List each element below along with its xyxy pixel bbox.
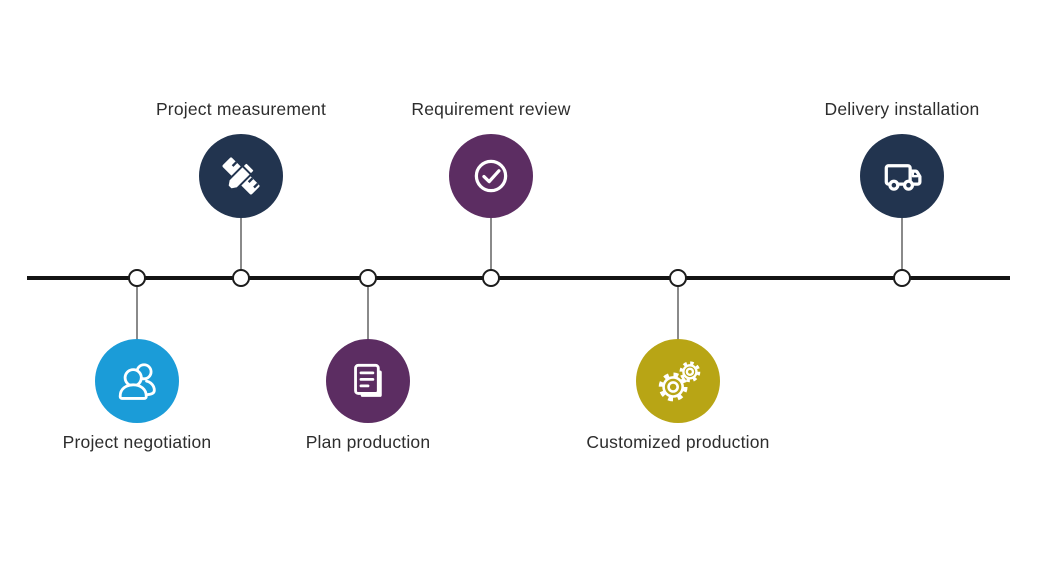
milestone-label: Plan production [305, 432, 431, 452]
milestone-label: Customized production [586, 432, 770, 452]
timeline-node [481, 268, 500, 287]
milestone-label: Project negotiation [62, 432, 212, 452]
connector-line [240, 218, 242, 277]
timeline-node [358, 268, 377, 287]
timeline-node [231, 268, 250, 287]
milestone-bubble-project-measurement [199, 134, 283, 218]
connector-line [490, 218, 492, 277]
connector-line [901, 218, 903, 277]
milestone-bubble-customized-production [636, 339, 720, 423]
milestone-bubble-delivery-installation [860, 134, 944, 218]
milestone-label: Requirement review [411, 99, 571, 119]
milestone-bubble-plan-production [326, 339, 410, 423]
document-icon [354, 363, 384, 399]
people-icon [118, 363, 156, 400]
check-circle-icon [474, 159, 508, 193]
truck-icon [884, 164, 922, 191]
connector-line [367, 280, 369, 340]
milestone-bubble-requirement-review [449, 134, 533, 218]
milestone-bubble-project-negotiation [95, 339, 179, 423]
ruler-pencil-icon [222, 157, 260, 195]
timeline-axis [27, 276, 1010, 280]
gears-icon [658, 361, 701, 402]
connector-line [677, 280, 679, 340]
timeline-node [892, 268, 911, 287]
connector-line [136, 280, 138, 340]
timeline-node [127, 268, 146, 287]
timeline-node [668, 268, 687, 287]
milestone-label: Delivery installation [824, 99, 980, 119]
milestone-label: Project measurement [155, 99, 327, 119]
